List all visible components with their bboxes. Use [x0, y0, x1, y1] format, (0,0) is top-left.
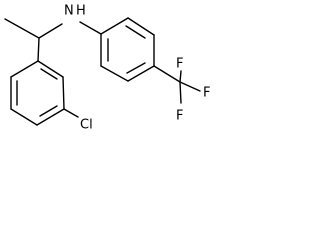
- bond-c-to-f-bottom: [179, 81, 182, 104]
- atom-label-amine-n: N: [64, 4, 74, 19]
- chemical-structure: N H Cl F F F: [4, 4, 210, 133]
- bond-ring1-d: [10, 108, 38, 126]
- bond-ring2-e: [100, 65, 129, 82]
- bond-to-chlorine: [63, 108, 79, 118]
- bond-nh-to-ring: [79, 21, 102, 35]
- bond-ring2-double-a: [125, 25, 146, 39]
- bond-ch-to-chlorophenyl: [37, 37, 40, 62]
- bond-c-to-f-top: [179, 70, 182, 83]
- bond-ring1-double-a: [40, 68, 58, 80]
- bond-ring2-double-b: [126, 62, 146, 74]
- bond-ring1-a: [37, 60, 64, 78]
- bond-ring2-d: [127, 65, 155, 82]
- atom-label-fluorine-bottom: F: [176, 109, 183, 124]
- bond-ring2-a: [100, 17, 129, 35]
- bond-methyl: [4, 18, 40, 39]
- bond-ring2-b: [127, 17, 155, 36]
- atom-label-fluorine-right: F: [203, 86, 210, 101]
- bond-c-to-f-right: [179, 81, 201, 92]
- bond-ch-to-nh: [38, 23, 63, 39]
- bond-ring1-b: [62, 76, 65, 110]
- bond-ring-to-cf3: [153, 65, 181, 83]
- atom-label-amine-h: H: [76, 4, 86, 19]
- bond-ring1-c: [36, 108, 65, 126]
- bond-ring1-double-b: [39, 105, 58, 117]
- bond-ring1-f: [10, 60, 39, 78]
- atom-label-fluorine-top: F: [176, 57, 183, 72]
- atom-label-chlorine: Cl: [80, 118, 93, 133]
